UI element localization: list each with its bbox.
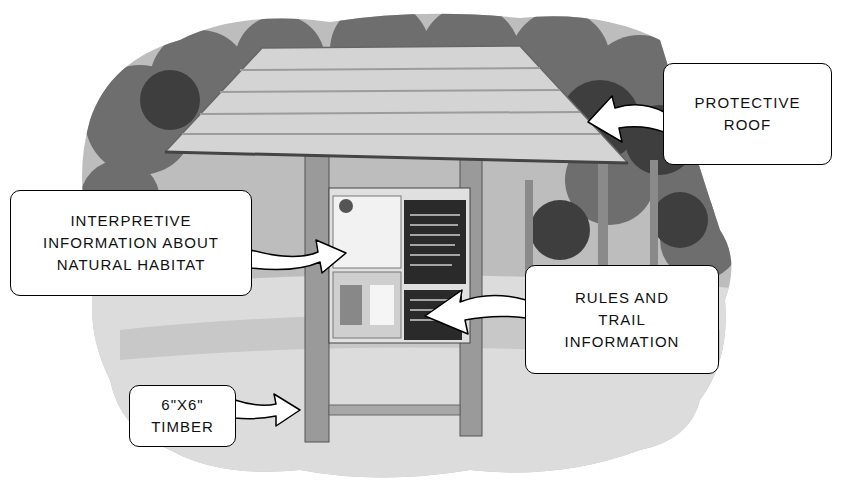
callout-box: INTERPRETIVE INFORMATION ABOUT NATURAL H… [10, 190, 252, 296]
callout-arrow [251, 240, 346, 273]
bottom-rail [329, 405, 460, 415]
callout-text-group: PROTECTIVE ROOF [683, 92, 813, 136]
callout-label: PROTECTIVE ROOF [683, 92, 813, 136]
photo [370, 285, 394, 325]
callout-box: 6"X6" TIMBER [129, 385, 236, 447]
callout-arrow [235, 394, 300, 426]
callout-label: 6"X6" TIMBER [135, 394, 230, 438]
roof-ribs [182, 68, 600, 134]
logo [339, 199, 353, 213]
callout-label: RULES AND TRAIL INFORMATION [557, 287, 687, 353]
photo-panel [333, 272, 401, 338]
habitat-panel [333, 196, 401, 268]
roof-edge [165, 152, 628, 163]
callout-label: INTERPRETIVE INFORMATION ABOUT NATURAL H… [31, 210, 231, 276]
callout-text-group: INTERPRETIVE INFORMATION ABOUT NATURAL H… [31, 210, 231, 276]
callout-arrow [588, 96, 664, 142]
callout-arrow [425, 290, 526, 334]
callout-text-group: RULES AND TRAIL INFORMATION [557, 287, 687, 353]
callout-box: RULES AND TRAIL INFORMATION [525, 265, 719, 374]
roof [165, 46, 628, 163]
callout-text-group: 6"X6" TIMBER [135, 394, 230, 438]
callout-box: PROTECTIVE ROOF [663, 63, 832, 165]
photo [340, 285, 362, 325]
rules-panel [404, 200, 466, 284]
